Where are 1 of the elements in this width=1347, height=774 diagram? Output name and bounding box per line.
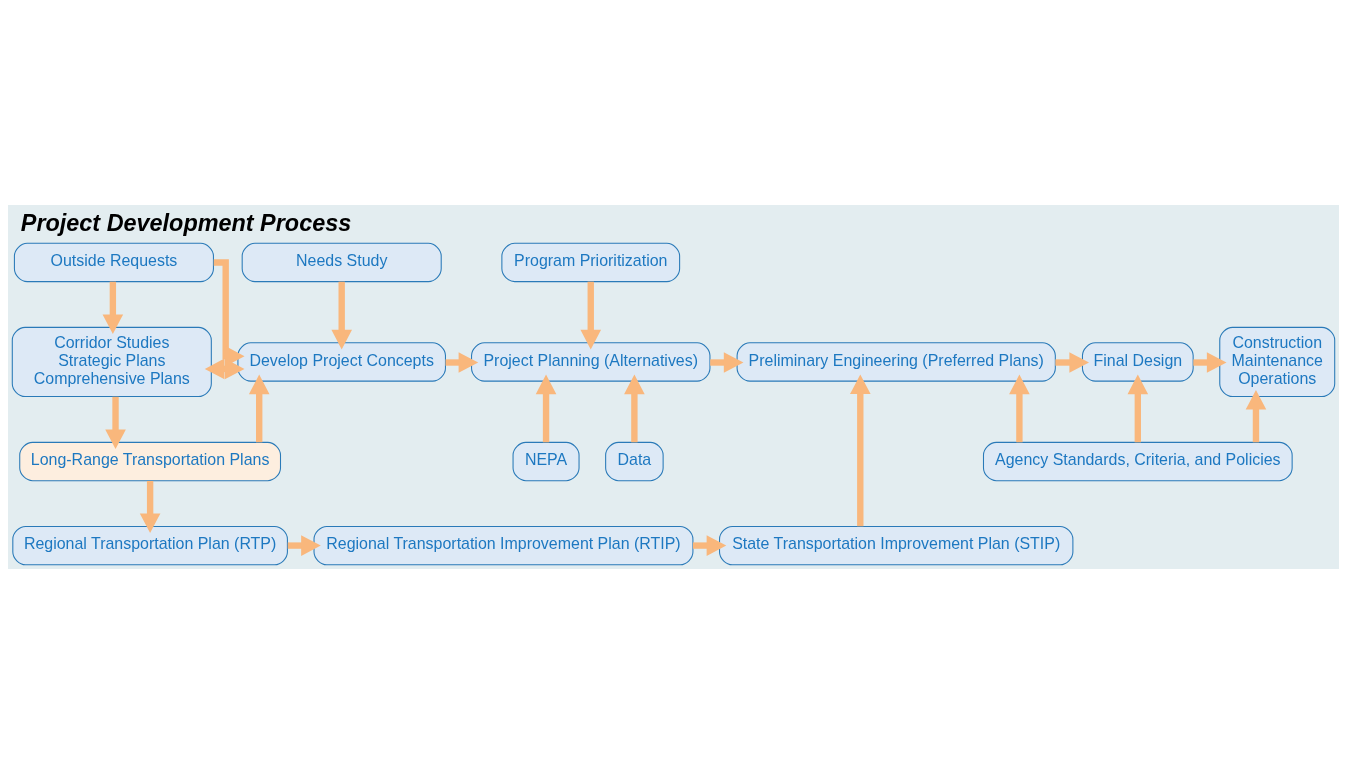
diagram-title: Project Development Process xyxy=(20,210,352,237)
